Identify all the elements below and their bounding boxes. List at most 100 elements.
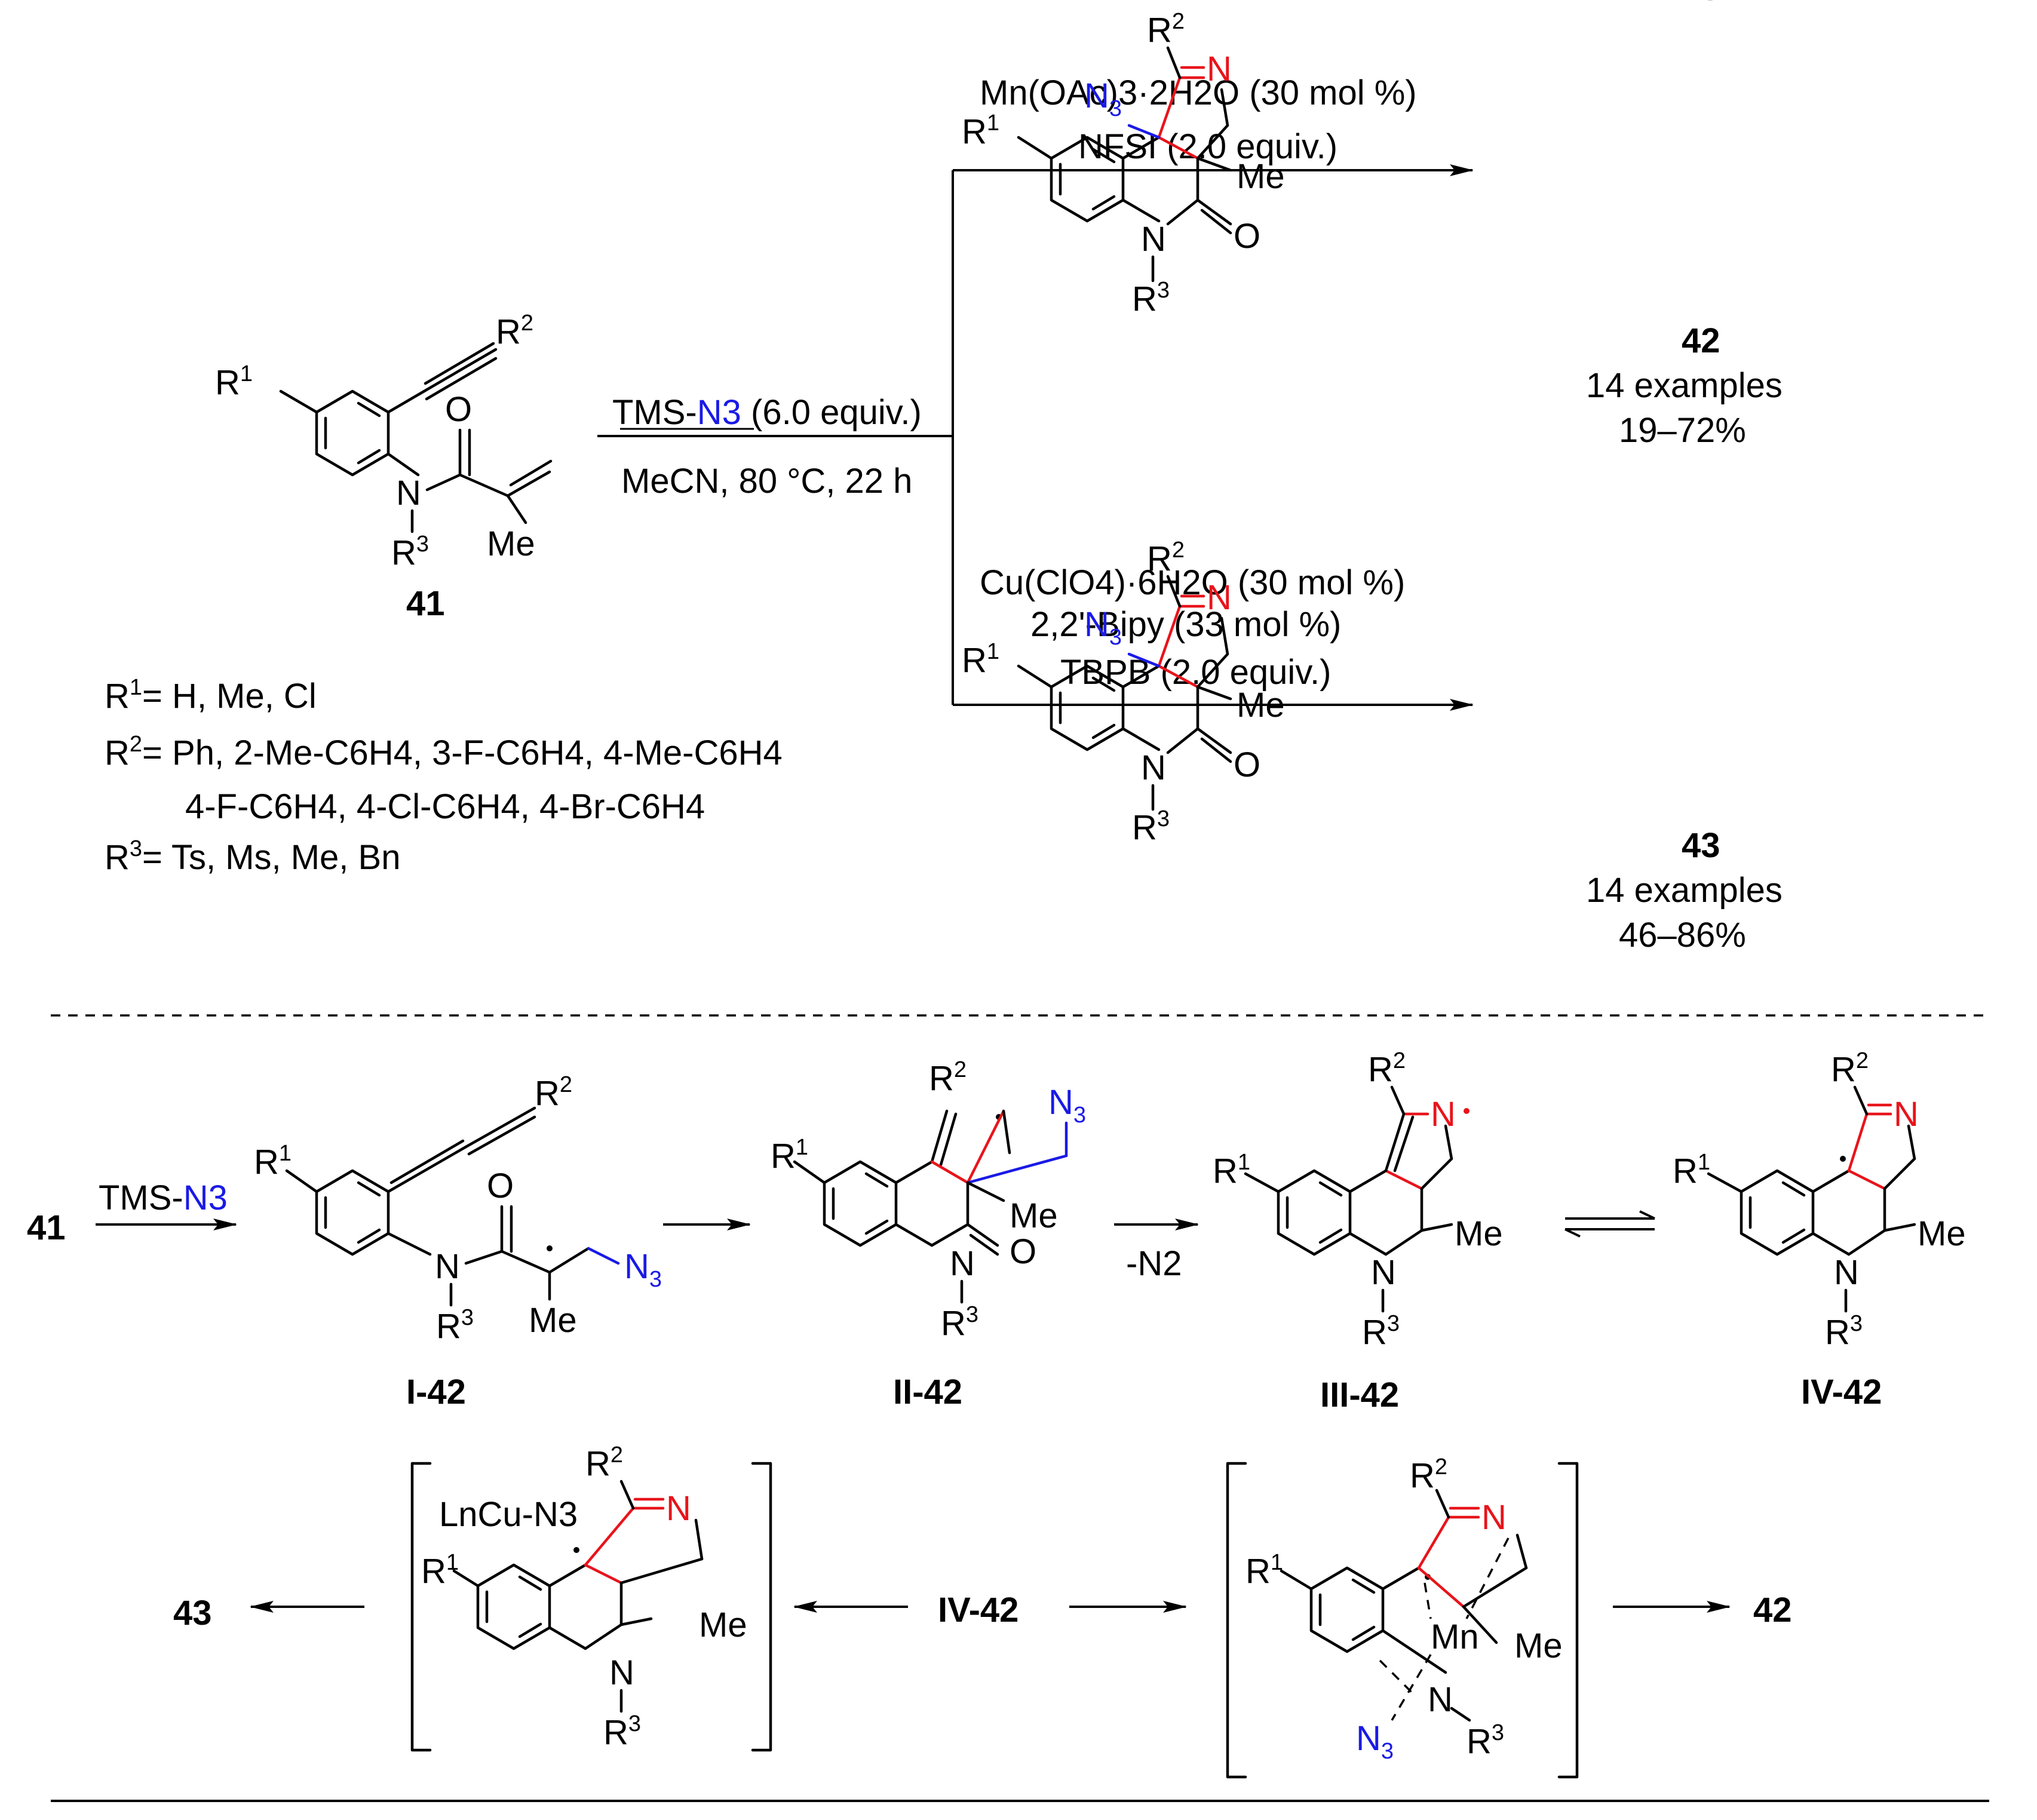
svg-text:R3: R3 (941, 1302, 978, 1343)
label-42-main: 42 (1682, 321, 1720, 360)
svg-text:N: N (666, 1489, 691, 1528)
svg-text:R2: R2 (1831, 1048, 1869, 1089)
svg-text:R1: R1 (962, 111, 999, 151)
svg-text:N: N (950, 1244, 975, 1283)
svg-text:R1: R1 (254, 1141, 292, 1181)
svg-text:Me: Me (699, 1606, 747, 1644)
svg-text:N: N (1141, 748, 1166, 787)
svg-text:N3: N3 (1084, 76, 1122, 121)
mech-product-43: 43 (173, 1594, 212, 1632)
svg-text:N: N (1834, 1253, 1859, 1292)
svg-text:R3: R3 (1132, 806, 1170, 847)
cu-complex-species: LnCu-N3 R1 Me N R2 N R3 (421, 1443, 747, 1752)
svg-text:4-F-C6H4, 4-Cl-C6H4, 4-Br-C6H4: 4-F-C6H4, 4-Cl-C6H4, 4-Br-C6H4 (185, 787, 705, 826)
mech-center-IV-42: IV-42 (938, 1591, 1019, 1629)
svg-text:II-42: II-42 (893, 1373, 962, 1411)
intermediate-II-42: R1 R2 N3 Me O N R3 II-42 (771, 1057, 1086, 1411)
svg-text:R2: R2 (535, 1072, 572, 1113)
svg-text:R2: R2 (1147, 538, 1185, 578)
svg-text:TMS-N3: TMS-N3 (99, 1178, 228, 1217)
svg-text:R1: R1 (215, 361, 253, 402)
intermediate-I-42: R1 R2 N R3 O N3 Me I-42 (254, 1072, 662, 1411)
svg-text:Me: Me (1514, 1626, 1563, 1665)
svg-text:Me: Me (1918, 1214, 1966, 1253)
svg-text:R2= Ph, 2-Me-C6H4, 3-F-C6H4, 4: R2= Ph, 2-Me-C6H4, 3-F-C6H4, 4-Me-C6H4 (105, 732, 783, 772)
svg-text:III-42: III-42 (1320, 1376, 1399, 1414)
svg-text:O: O (487, 1167, 514, 1205)
compound-41: R1 R2 N R3 O Me 41 (215, 311, 553, 623)
svg-text:R3: R3 (1132, 278, 1170, 318)
reagent-tmsn3: TMS-N3 (6.0 equiv.) (612, 393, 922, 432)
svg-text:N: N (1428, 1680, 1453, 1719)
intermediate-IV-42: R1 Me N R2 N R3 IV-42 (1673, 1048, 1966, 1411)
svg-text:R1: R1 (1673, 1150, 1710, 1190)
svg-text:Me: Me (487, 524, 535, 563)
mech-product-42: 42 (1753, 1591, 1792, 1629)
svg-text:R2: R2 (585, 1443, 623, 1483)
substituent-definitions: R1= H, Me, Cl R2= Ph, 2-Me-C6H4, 3-F-C6H… (105, 675, 783, 877)
svg-text:IV-42: IV-42 (1801, 1373, 1882, 1411)
svg-text:-N2: -N2 (1126, 1244, 1182, 1283)
svg-text:R1: R1 (1245, 1550, 1283, 1591)
svg-text:LnCu-N3: LnCu-N3 (439, 1495, 578, 1534)
svg-text:O: O (445, 390, 472, 429)
svg-text:R2: R2 (929, 1057, 967, 1098)
svg-text:Me: Me (1455, 1214, 1503, 1253)
svg-text:R1: R1 (771, 1135, 808, 1176)
label-41: 41 (406, 584, 445, 623)
svg-text:R2: R2 (1410, 1454, 1447, 1495)
svg-text:N: N (1481, 1498, 1507, 1537)
label-43: 43 (1682, 826, 1720, 865)
yield-43: 46–86% (1619, 916, 1746, 954)
svg-text:Mn: Mn (1431, 1618, 1479, 1656)
intermediate-III-42: R1 Me N R2 N R3 III-42 (1213, 1048, 1503, 1414)
svg-text:R1: R1 (1213, 1150, 1250, 1190)
top-catalyst: Mn(OAc)3·2H2O (30 mol %) (980, 73, 1417, 112)
mechanism-row-2: 43 LnCu-N3 R1 Me N (173, 1443, 1792, 1779)
svg-text:R1: R1 (962, 639, 999, 680)
svg-text:R1= H, Me, Cl: R1= H, Me, Cl (105, 675, 317, 716)
bottom-ligand: 2,2'-Bipy (33 mol %) (1030, 605, 1341, 644)
mechanism-row-1: 41 TMS-N3 R1 R2 N R3 O (27, 1048, 1966, 1414)
examples-43: 14 examples (1586, 871, 1783, 910)
svg-text:R3: R3 (436, 1305, 474, 1346)
svg-text:N3: N3 (1356, 1719, 1394, 1764)
svg-text:Me: Me (1010, 1196, 1058, 1235)
examples-42: 14 examples (1586, 366, 1783, 405)
svg-text:N: N (1894, 1095, 1919, 1134)
svg-text:N: N (435, 1247, 460, 1286)
svg-text:R3: R3 (1825, 1311, 1863, 1352)
svg-text:N: N (1141, 220, 1166, 259)
mech-start-41: 41 (27, 1208, 66, 1247)
svg-text:N: N (1207, 50, 1232, 88)
svg-text:R3: R3 (1467, 1720, 1504, 1761)
svg-text:N3: N3 (624, 1247, 662, 1292)
svg-text:R1: R1 (421, 1550, 459, 1591)
svg-text:R3= Ts, Ms, Me, Bn: R3= Ts, Ms, Me, Bn (105, 836, 400, 877)
branching-arrow: TMS-N3 (6.0 equiv.) MeCN, 80 °C, 22 h (597, 164, 1474, 711)
mn-complex-species: R1 N R2 Mn Me N R3 N3 (1245, 1454, 1563, 1764)
svg-text:R3: R3 (603, 1711, 641, 1752)
svg-text:O: O (1234, 217, 1260, 256)
svg-text:R2: R2 (1147, 9, 1185, 50)
svg-text:Me: Me (1237, 686, 1285, 725)
svg-text:O: O (1010, 1232, 1036, 1271)
compound-43: R1 N R3 O Me N R2 N3 43 14 examples 46–8… (962, 538, 1783, 954)
compound-42: R1 N R3 O Me N R2 N3 42 42 14 examples 1… (962, 0, 1783, 450)
svg-text:N: N (396, 474, 421, 512)
svg-text:N3: N3 (1048, 1083, 1086, 1128)
svg-text:R2: R2 (1368, 1048, 1406, 1089)
svg-text:O: O (1234, 745, 1260, 784)
svg-text:Me: Me (529, 1301, 577, 1340)
yield-42: 19–72% (1619, 411, 1746, 450)
svg-text:N: N (1431, 1095, 1456, 1134)
svg-text:N: N (1207, 578, 1232, 617)
svg-text:R3: R3 (1362, 1311, 1400, 1352)
svg-text:Me: Me (1237, 157, 1285, 196)
svg-text:N: N (1371, 1253, 1396, 1292)
svg-text:R2: R2 (496, 311, 533, 351)
label-42: 42 (1697, 0, 1735, 8)
svg-text:I-42: I-42 (406, 1373, 466, 1411)
svg-text:R3: R3 (391, 532, 429, 572)
